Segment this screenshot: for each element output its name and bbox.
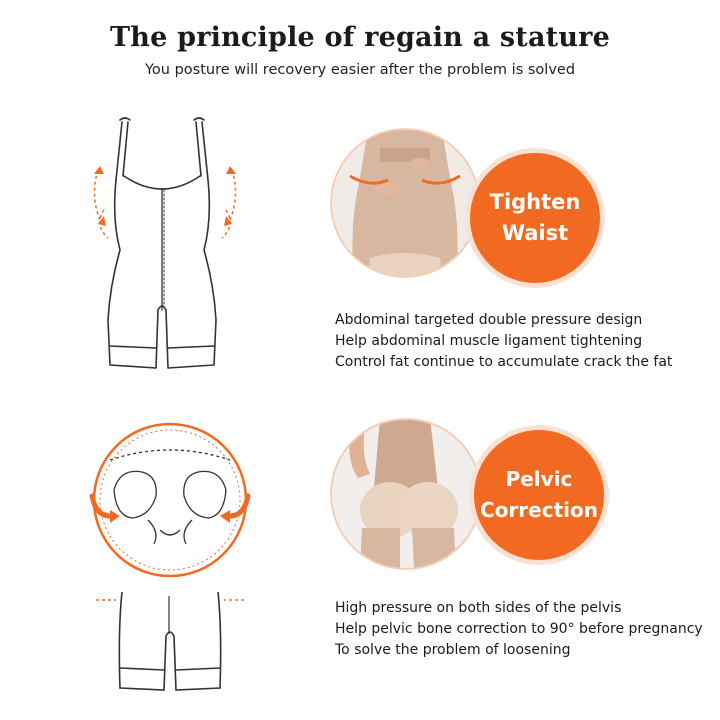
badge-line-2: Waist	[501, 221, 569, 245]
badge-line-1: Tighten	[489, 190, 581, 214]
feature-item: To solve the problem of loosening	[335, 642, 571, 658]
waist-photo	[330, 128, 480, 278]
badge-line-1: Pelvic	[505, 467, 573, 491]
feature-item: Abdominal targeted double pressure desig…	[335, 312, 643, 328]
badge-tighten-waist: Tighten Waist	[470, 153, 600, 283]
compression-arrow-icon	[93, 169, 237, 239]
pelvis-icon	[89, 422, 251, 691]
feature-item: Help abdominal muscle ligament tightenin…	[335, 333, 643, 349]
page-title: The principle of regain a stature	[110, 22, 610, 53]
page-subtitle: You posture will recovery easier after t…	[144, 62, 576, 78]
feature-item: High pressure on both sides of the pelvi…	[335, 600, 622, 616]
waist-feature-list: Abdominal targeted double pressure desig…	[335, 310, 672, 373]
feature-item: Help pelvic bone correction to 90° befor…	[335, 621, 703, 637]
pelvis-feature-list: High pressure on both sides of the pelvi…	[335, 598, 703, 661]
feature-item: Control fat continue to accumulate crack…	[335, 354, 673, 370]
badge-line-2: Correction	[480, 498, 598, 522]
bodysuit-outline-icon	[93, 117, 237, 369]
badge-pelvic-correction: Pelvic Correction	[474, 430, 604, 560]
pelvis-photo	[330, 418, 482, 570]
